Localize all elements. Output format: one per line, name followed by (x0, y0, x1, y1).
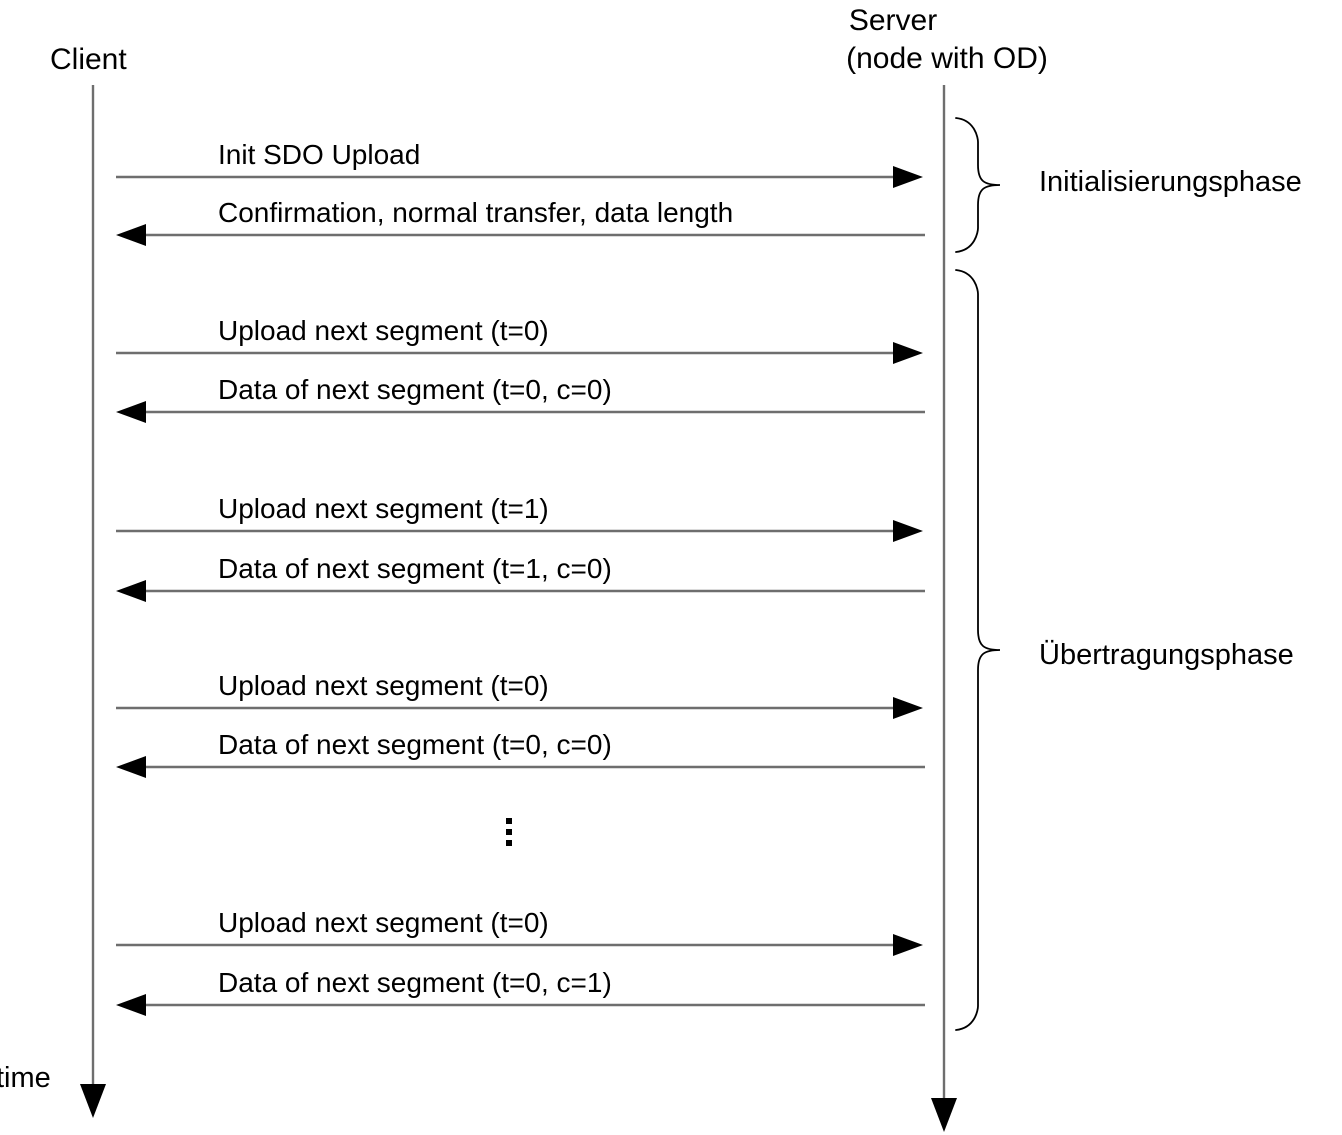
message-arrowhead-left (116, 756, 146, 778)
message-label: Init SDO Upload (218, 139, 421, 170)
lifelines-group (80, 85, 957, 1132)
vertical-ellipsis-icon (506, 818, 512, 846)
message-arrowhead-right (893, 166, 923, 188)
message-arrows-group (116, 166, 925, 1016)
phase-brace-initialisierung (955, 117, 1001, 253)
actor-label-server-line2: (node with OD) (846, 42, 1048, 75)
phase-brace-uebertragung (955, 269, 1001, 1031)
message-label: Data of next segment (t=1, c=0) (218, 553, 612, 584)
actor-label-client: Client (50, 43, 127, 76)
message-arrowhead-left (116, 580, 146, 602)
phase-label-uebertragungsphase: Übertragungsphase (1039, 639, 1294, 671)
message-label: Data of next segment (t=0, c=0) (218, 374, 612, 405)
message-arrowhead-right (893, 520, 923, 542)
message-label: Upload next segment (t=0) (218, 907, 549, 938)
message-label: Upload next segment (t=1) (218, 493, 549, 524)
message-arrowhead-left (116, 994, 146, 1016)
message-arrowhead-right (893, 697, 923, 719)
phase-braces-group (955, 117, 1001, 1031)
message-label: Data of next segment (t=0, c=0) (218, 729, 612, 760)
message-label: Upload next segment (t=0) (218, 670, 549, 701)
message-arrowhead-left (116, 224, 146, 246)
actor-label-server-line1: Server (848, 4, 938, 37)
ellipsis-dot (506, 818, 512, 824)
message-label: Upload next segment (t=0) (218, 315, 549, 346)
phase-label-initialisierungsphase: Initialisierungsphase (1039, 166, 1302, 198)
message-label: Confirmation, normal transfer, data leng… (218, 197, 734, 228)
lifeline-arrowhead-client (80, 1084, 106, 1118)
time-axis-label: time (0, 1062, 51, 1094)
ellipsis-dot (506, 840, 512, 846)
message-arrowhead-right (893, 934, 923, 956)
message-arrowhead-left (116, 401, 146, 423)
message-label: Data of next segment (t=0, c=1) (218, 967, 612, 998)
lifeline-arrowhead-server (931, 1098, 957, 1132)
message-arrowhead-right (893, 342, 923, 364)
ellipsis-dot (506, 829, 512, 835)
